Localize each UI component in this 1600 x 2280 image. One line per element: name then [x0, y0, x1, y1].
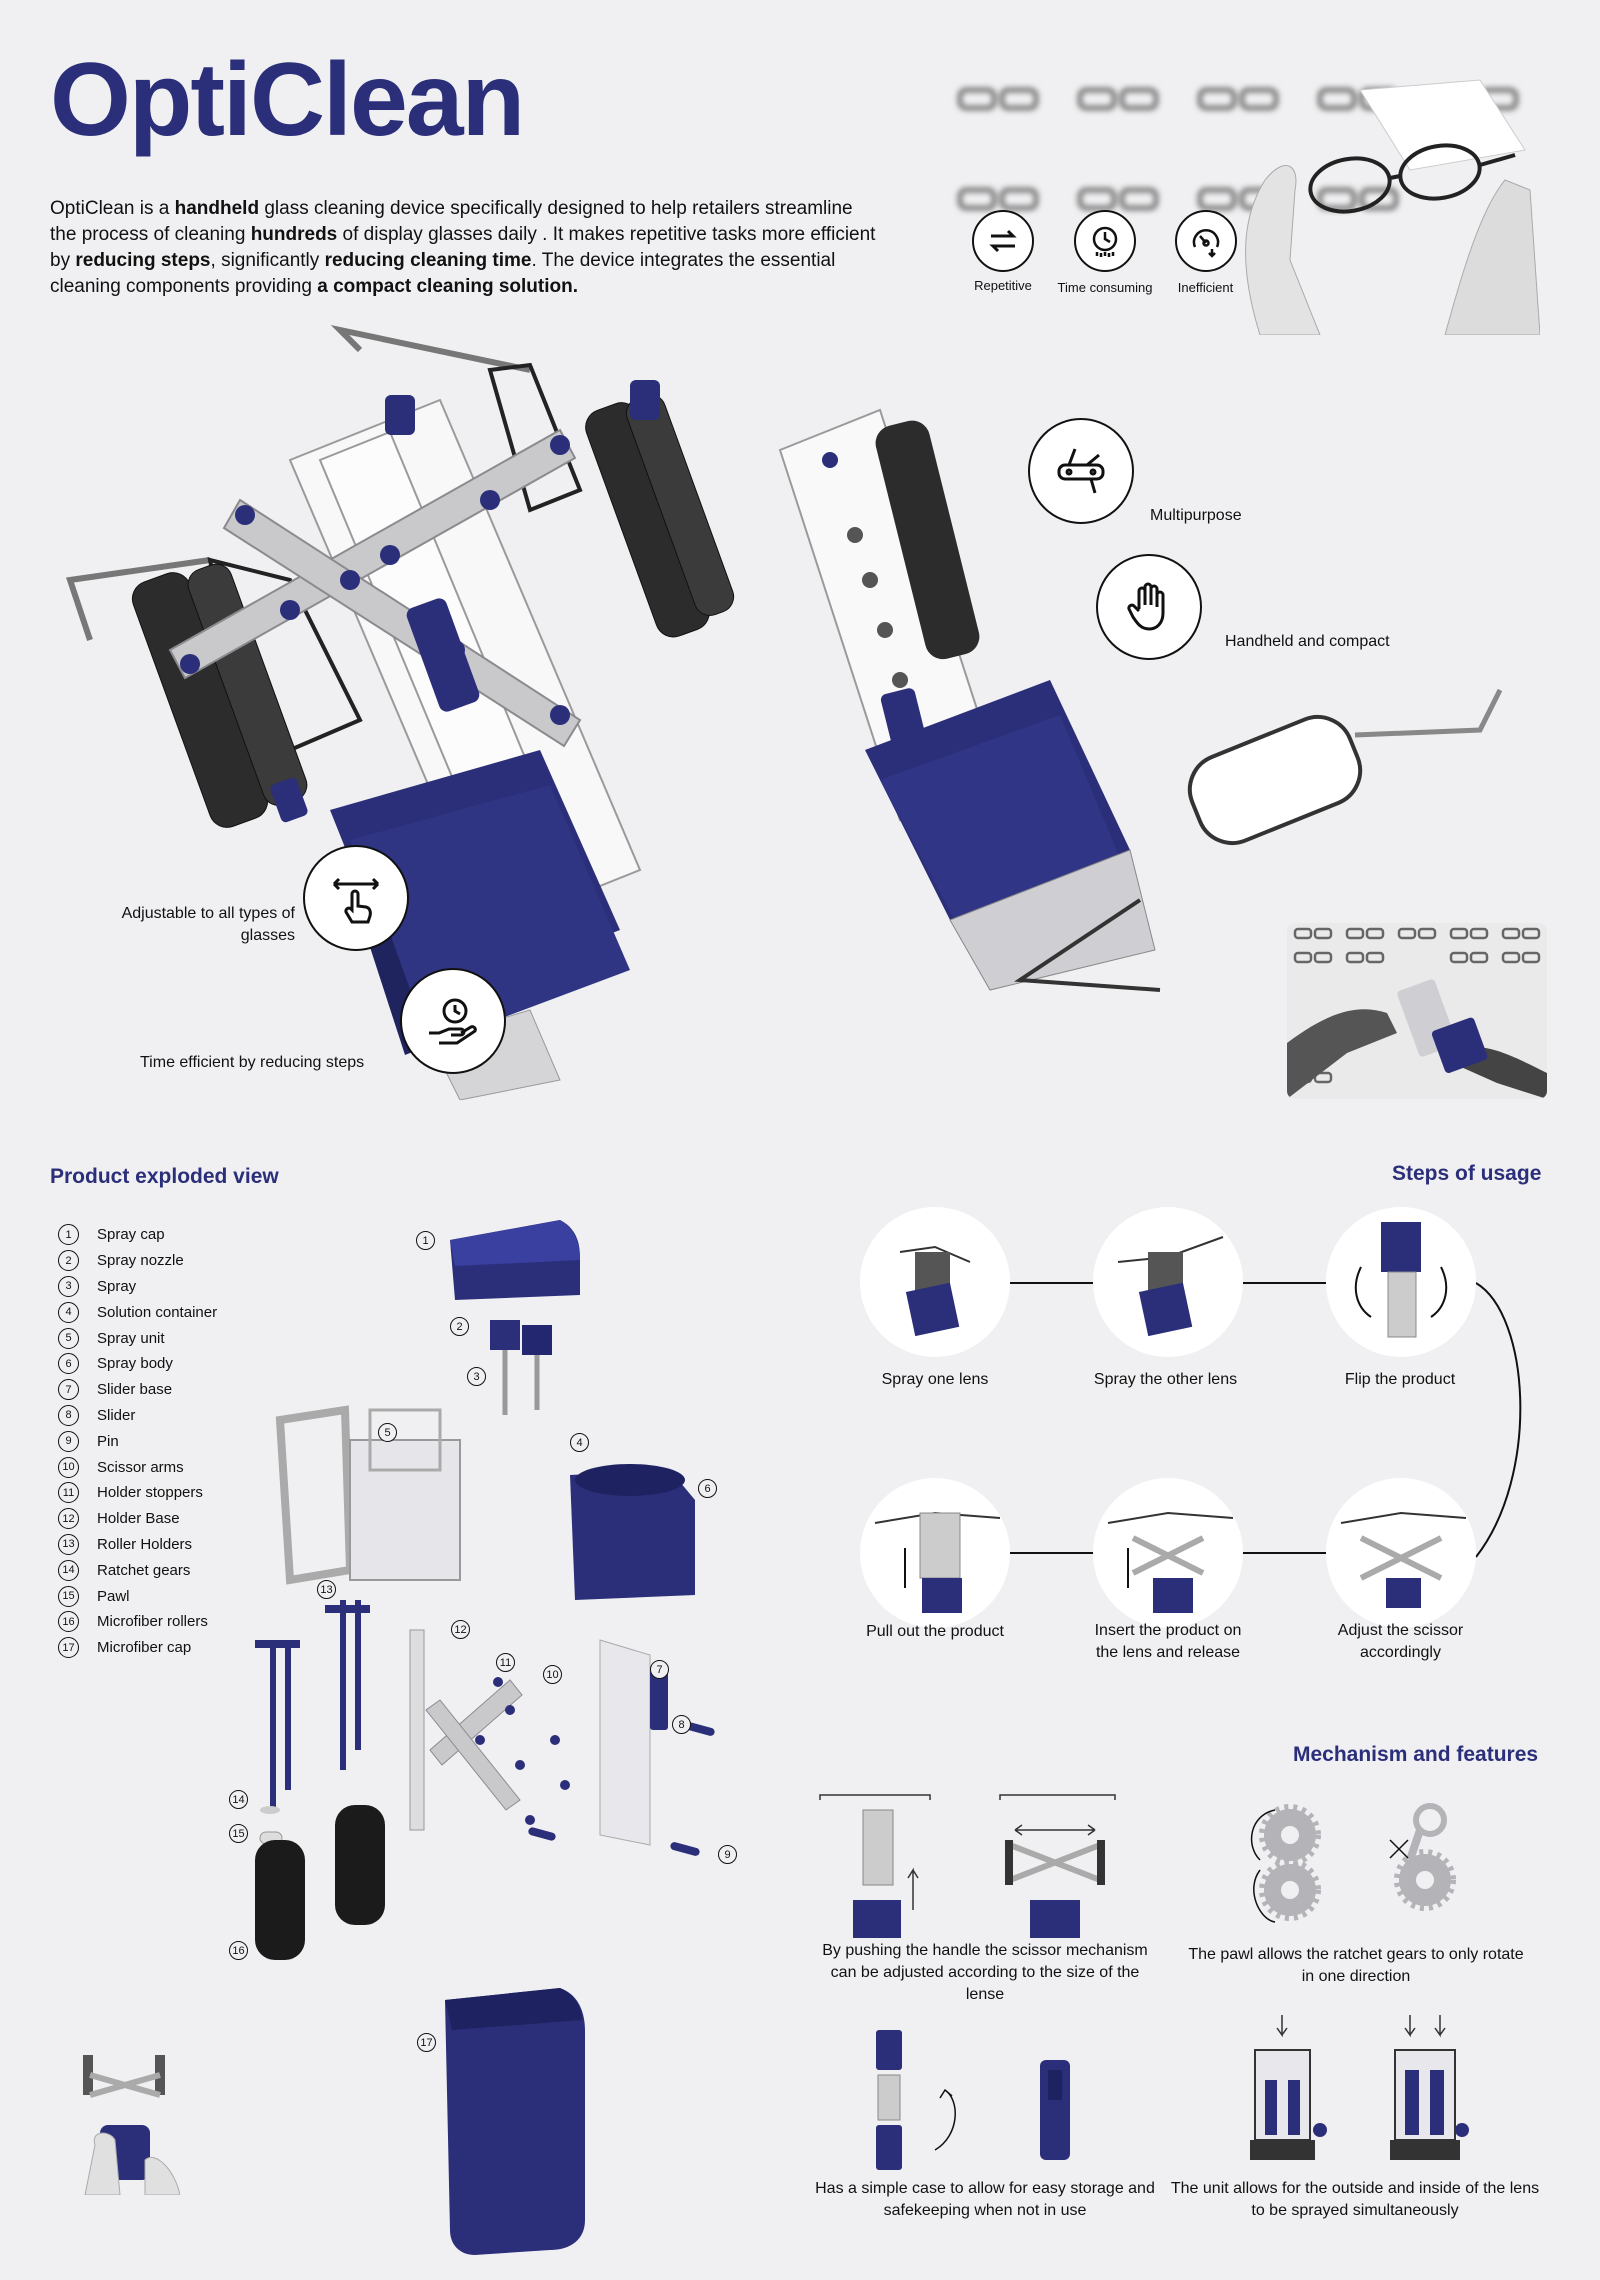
glasses-rack-photo — [940, 60, 1541, 336]
page-title: OptiClean — [50, 42, 525, 158]
clock-icon — [1074, 210, 1136, 272]
callout-17: 17 — [417, 2033, 436, 2052]
case-text: Has a simple case to allow for easy stor… — [815, 2180, 1155, 2219]
scissor-mechanism-drawing — [815, 1790, 1125, 1940]
step-1-image — [860, 1207, 1010, 1357]
callout-10: 10 — [543, 1665, 562, 1684]
callout-11: 11 — [496, 1653, 515, 1672]
problem-time-consuming: Time consuming — [1050, 210, 1160, 295]
touch-adjust-icon — [303, 845, 409, 951]
step-2-image — [1093, 1207, 1243, 1357]
step-4-label: Pull out the product — [866, 1623, 1004, 1640]
feature-multipurpose: Multipurpose — [1150, 507, 1242, 524]
product-render-spray-side — [760, 390, 1550, 1010]
step-6-label: Adjust the scissor accordingly — [1337, 1622, 1464, 1661]
callout-2: 2 — [450, 1317, 469, 1336]
hand-holding-thumbnail — [75, 2050, 181, 2196]
callout-3: 3 — [467, 1367, 486, 1386]
step-6-image — [1326, 1478, 1476, 1628]
steps-flow — [850, 1195, 1570, 1675]
problem-icons: Repetitive Time consuming Inefficient — [955, 210, 1255, 300]
spray-unit-text: The unit allows for the outside and insi… — [1170, 2180, 1540, 2219]
time-hand-icon — [400, 968, 506, 1074]
ratchet-text: The pawl allows the ratchet gears to onl… — [1188, 1946, 1524, 1985]
step-5-label: Insert the product on the lens and relea… — [1094, 1622, 1242, 1661]
callout-1: 1 — [416, 1231, 435, 1250]
callout-13: 13 — [317, 1580, 336, 1599]
exploded-view-heading: Product exploded view — [50, 1165, 279, 1188]
intro-paragraph: OptiClean is a handheld glass cleaning d… — [50, 198, 876, 297]
feature-handheld: Handheld and compact — [1225, 633, 1390, 650]
callout-5: 5 — [378, 1423, 397, 1442]
scissor-mechanism-text: By pushing the handle the scissor mechan… — [822, 1942, 1148, 2003]
callout-8: 8 — [672, 1715, 691, 1734]
callout-12: 12 — [451, 1620, 470, 1639]
callout-9: 9 — [718, 1845, 737, 1864]
step-4-image — [860, 1478, 1010, 1628]
steps-heading: Steps of usage — [1392, 1162, 1542, 1185]
multipurpose-icon — [1028, 418, 1134, 524]
step-2-label: Spray the other lens — [1093, 1371, 1238, 1388]
step-1-label: Spray one lens — [881, 1371, 989, 1388]
feature-time-efficient: Time efficient by reducing steps — [140, 1054, 365, 1071]
step-3-image — [1326, 1207, 1476, 1357]
usage-photo — [1287, 923, 1547, 1099]
step-3-label: Flip the product — [1344, 1371, 1456, 1388]
problem-repetitive: Repetitive — [963, 210, 1043, 293]
callout-14: 14 — [229, 1790, 248, 1809]
ratchet-gears-drawing — [1240, 1800, 1470, 1930]
gauge-icon — [1174, 210, 1237, 272]
callout-16: 16 — [229, 1941, 248, 1960]
repeat-icon — [972, 210, 1034, 272]
callout-7: 7 — [650, 1660, 669, 1679]
mechanism-heading: Mechanism and features — [1293, 1743, 1539, 1766]
hand-icon — [1096, 554, 1202, 660]
step-5-image — [1093, 1478, 1243, 1628]
callout-15: 15 — [229, 1824, 248, 1843]
case-drawing — [860, 2020, 1120, 2180]
callout-4: 4 — [570, 1433, 589, 1452]
callout-6: 6 — [698, 1479, 717, 1498]
spray-unit-drawing — [1230, 2010, 1480, 2185]
problem-inefficient: Inefficient — [1163, 210, 1248, 295]
feature-adjustable: Adjustable to all types of glasses — [121, 905, 295, 944]
exploded-drawing — [230, 1200, 750, 2280]
